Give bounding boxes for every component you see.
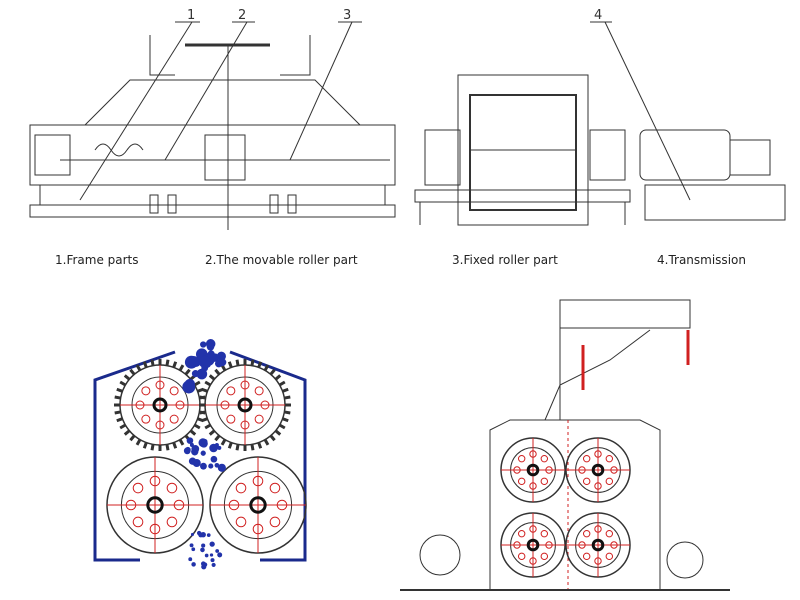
working-principle-drawing: [93, 339, 307, 570]
particle: [214, 442, 219, 448]
callout-2: 2: [238, 8, 246, 23]
roller-3: [500, 512, 566, 578]
particle: [208, 463, 214, 469]
upper-left-gear-roller: [114, 359, 206, 451]
particle: [189, 442, 194, 447]
caption-transmission: 4.Transmission: [657, 253, 746, 267]
particle: [188, 457, 197, 465]
front-view-drawing: [414, 21, 786, 226]
particle: [209, 541, 215, 547]
particle: [215, 549, 220, 553]
particle: [191, 444, 200, 453]
particle: [206, 533, 211, 537]
particle: [200, 532, 206, 538]
caption-movable-roller: 2.The movable roller part: [205, 253, 358, 267]
particle: [191, 562, 196, 567]
particle: [188, 355, 199, 366]
particle: [217, 445, 222, 450]
particle: [206, 342, 215, 351]
particle: [200, 462, 207, 470]
particle: [209, 553, 214, 557]
particle: [218, 554, 222, 558]
particle: [198, 355, 211, 368]
particle: [214, 462, 220, 468]
particle: [210, 455, 218, 463]
particle: [196, 368, 208, 380]
particle: [200, 341, 207, 348]
side-view-drawing: [29, 21, 396, 230]
roller-2: [565, 437, 631, 503]
particle: [186, 437, 194, 444]
callout-1: 1: [187, 8, 195, 23]
four-roller-drawing: [400, 299, 730, 591]
roller-1: [500, 437, 566, 503]
particle: [216, 351, 226, 361]
caption-frame-parts: 1.Frame parts: [55, 253, 139, 267]
particle: [211, 562, 216, 567]
particle: [190, 532, 195, 536]
particle: [200, 561, 206, 567]
roller-4: [565, 512, 631, 578]
caption-fixed-roller: 3.Fixed roller part: [452, 253, 558, 267]
particle: [200, 547, 205, 553]
upper-right-gear-roller: [199, 359, 291, 451]
lower-right-roller: [209, 456, 307, 554]
particle: [191, 547, 196, 552]
particle: [204, 553, 209, 558]
particle: [196, 530, 202, 536]
particle: [217, 463, 226, 472]
particle: [183, 447, 191, 455]
particle: [210, 558, 215, 563]
particle: [201, 543, 206, 548]
particle: [186, 382, 194, 391]
particle: [200, 450, 206, 456]
lower-left-roller: [106, 456, 204, 554]
particle: [189, 543, 194, 548]
callout-4: 4: [594, 8, 602, 23]
particle: [188, 557, 193, 562]
particle: [214, 359, 223, 368]
particle: [201, 439, 208, 445]
callout-3: 3: [343, 8, 351, 23]
